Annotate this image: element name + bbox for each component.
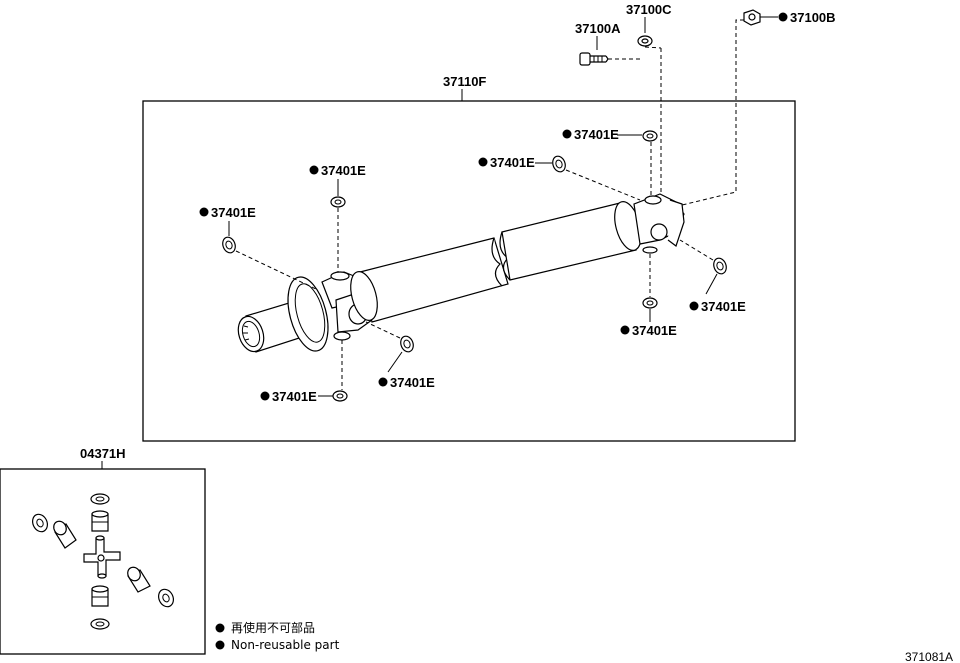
snap-ring-bottom-front xyxy=(332,390,348,402)
label-04371h: 04371H xyxy=(80,446,126,461)
legend-bullet-en xyxy=(215,640,225,650)
bolt-37100a xyxy=(579,52,609,66)
label-37100a: 37100A xyxy=(575,21,621,36)
label-37110f: 37110F xyxy=(443,74,486,89)
legend-bullet-ja xyxy=(215,623,225,633)
label-37401e-bottom-front: 37401E xyxy=(272,389,317,404)
legend-english: Non-reusable part xyxy=(231,638,340,652)
snap-ring-top-right xyxy=(642,130,658,142)
propeller-shaft xyxy=(237,193,685,353)
figure-id: 371081A xyxy=(905,650,953,663)
snap-ring-front-right xyxy=(400,335,414,353)
snap-ring-left xyxy=(222,236,236,254)
label-37401e-top-right: 37401E xyxy=(574,127,619,142)
label-37401e-bottom-rear: 37401E xyxy=(632,323,677,338)
snap-ring-center xyxy=(552,155,566,173)
legend-japanese: 再使用不可部品 xyxy=(231,620,315,635)
snap-ring-right xyxy=(713,257,727,275)
label-37401e-top: 37401E xyxy=(321,163,366,178)
label-37401e-left: 37401E xyxy=(211,205,256,220)
label-37100c: 37100C xyxy=(626,2,672,17)
label-37401e-right: 37401E xyxy=(701,299,746,314)
spider-kit-parts xyxy=(32,493,174,630)
snap-ring-bottom-rear xyxy=(642,297,658,309)
spider-kit-frame xyxy=(0,468,206,655)
label-37100b: 37100B xyxy=(790,10,836,25)
label-37401e-center: 37401E xyxy=(490,155,535,170)
snap-ring-top xyxy=(330,196,346,208)
nut-37100b xyxy=(743,9,761,26)
washer-37100c xyxy=(637,35,653,47)
label-37401e-front-right: 37401E xyxy=(390,375,435,390)
assembly-frame xyxy=(142,100,796,442)
